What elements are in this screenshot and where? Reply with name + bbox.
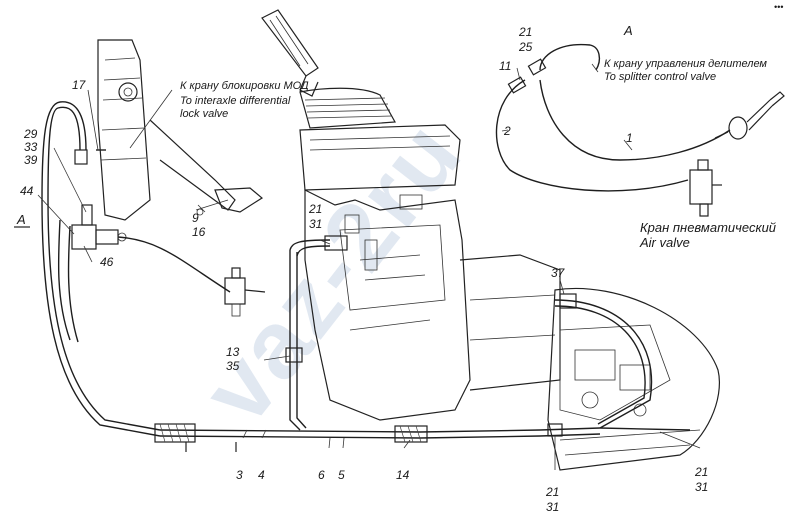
callout-33: 33 <box>24 140 38 154</box>
watermark: vaz-2ru <box>182 101 482 443</box>
corner-mark: ••• <box>774 2 783 12</box>
callout-11: 11 <box>499 59 511 73</box>
callout-2: 2 <box>503 124 511 138</box>
callout-46: 46 <box>100 255 114 269</box>
view-label: A <box>623 23 633 38</box>
callout-39: 39 <box>24 153 38 167</box>
leader-lines <box>37 63 701 470</box>
splitter-annotation-en: To splitter control valve <box>604 71 716 83</box>
callout-29: 29 <box>23 127 38 141</box>
callout-31-bottom: 31 <box>546 500 559 514</box>
callout-4: 4 <box>258 468 265 482</box>
callout-6: 6 <box>318 468 325 482</box>
callout-44: 44 <box>20 184 34 198</box>
callout-25: 25 <box>518 40 533 54</box>
pedal-assembly <box>97 39 264 221</box>
callout-16: 16 <box>192 225 206 239</box>
splitter-housing <box>547 287 720 471</box>
interaxle-annotation-en-1: To interaxle differential <box>180 95 291 107</box>
callout-21-bottom: 21 <box>545 485 559 499</box>
callout-1: 1 <box>626 131 633 145</box>
callout-31-mid: 31 <box>309 217 322 231</box>
interaxle-annotation-en-2: lock valve <box>180 108 228 120</box>
interaxle-annotation-ru: К крану блокировки МОД <box>180 80 309 92</box>
gear-shift-lever <box>261 9 396 129</box>
callout-5: 5 <box>338 468 345 482</box>
gearbox-housing <box>299 124 561 421</box>
hose-clamps <box>154 58 577 452</box>
callout-31-right: 31 <box>695 480 708 494</box>
air-valve-annotation-en: Air valve <box>639 235 690 250</box>
section-mark: A <box>16 212 26 227</box>
callout-3: 3 <box>236 468 243 482</box>
splitter-control-valve <box>714 91 785 140</box>
callout-21-mid: 21 <box>308 202 322 216</box>
splitter-annotation-ru: К крану управления делителем <box>604 58 767 70</box>
callout-9: 9 <box>192 211 199 225</box>
callout-21-right: 21 <box>694 465 708 479</box>
air-valve-lower-left <box>224 267 266 317</box>
hose-lines <box>41 43 731 439</box>
callout-17: 17 <box>72 78 87 92</box>
air-valve-annotation-ru: Кран пневматический <box>640 220 776 235</box>
callout-37: 37 <box>551 266 566 280</box>
callout-13: 13 <box>226 345 240 359</box>
callout-labels: 1 2 11 21 25 17 29 33 39 44 46 9 16 21 3… <box>20 25 708 514</box>
callout-35: 35 <box>226 359 240 373</box>
air-valve-right <box>689 159 722 217</box>
callout-21-top: 21 <box>518 25 532 39</box>
callout-14: 14 <box>396 468 410 482</box>
